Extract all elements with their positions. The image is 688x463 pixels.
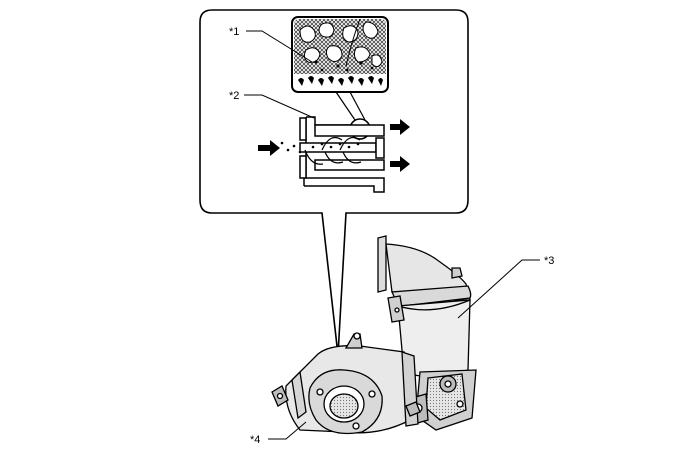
callout-label-1: *1 [229, 26, 239, 38]
filter-substrate-closeup [291, 16, 389, 93]
particle-dots [280, 141, 360, 154]
callout-label-2: *2 [229, 90, 239, 102]
callout-label-4: *4 [250, 434, 260, 446]
particulate-filter [271, 332, 421, 435]
gas-flow-arrows [304, 137, 362, 165]
filter-cell-schematic [299, 116, 385, 193]
outlet-arrow-upper [390, 119, 410, 135]
callout-label-3: *3 [544, 255, 554, 267]
inlet-arrow [258, 140, 280, 156]
outlet-arrow-lower [390, 156, 410, 172]
front-catalytic-converter [377, 235, 477, 431]
leader-lines [244, 30, 540, 440]
